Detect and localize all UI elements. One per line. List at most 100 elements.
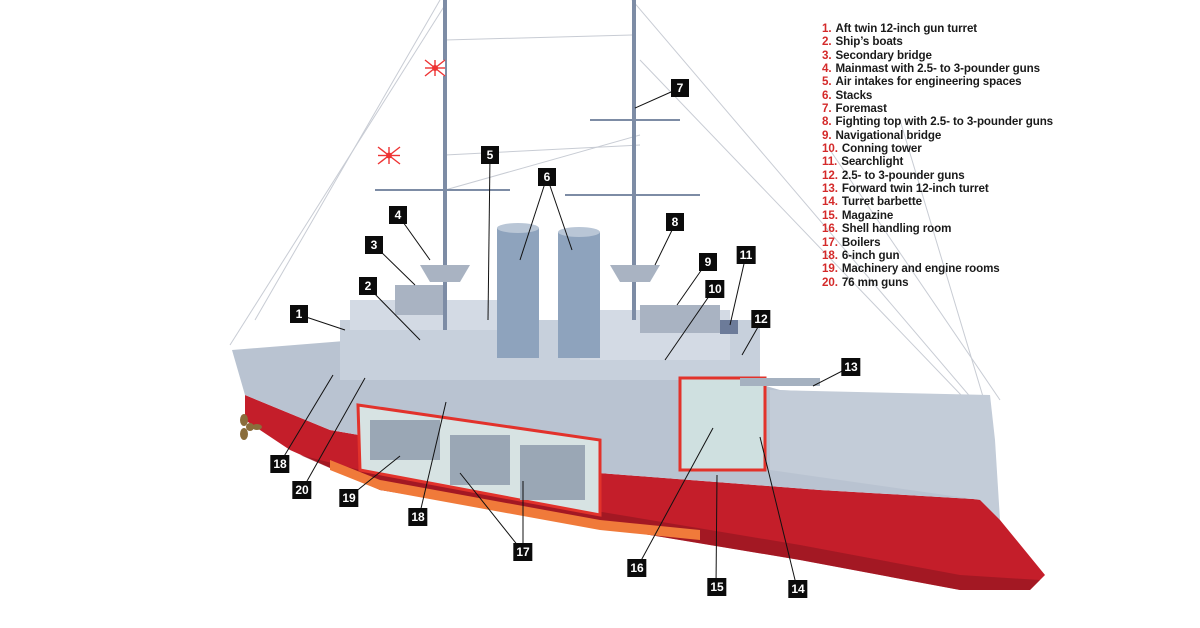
callout-3[interactable]: 3 [365,236,383,254]
hull-lower-red [245,395,1045,590]
legend-number: 18. [822,248,838,262]
legend-text: 2.5- to 3-pounder guns [841,168,965,182]
callout-13[interactable]: 13 [841,358,861,376]
callout-15[interactable]: 15 [707,578,727,596]
legend-text: Conning tower [841,142,922,156]
legend-number: 3. [822,48,832,62]
legend-text: Secondary bridge [835,48,932,62]
legend-number: 1. [822,22,832,35]
superstructure [340,285,760,380]
legend-number: 9. [822,128,832,142]
legend-item: 20.76 mm guns [822,276,1053,289]
callout-16[interactable]: 16 [627,559,647,577]
legend-item: 9.Navigational bridge [822,129,1053,142]
legend-text: Air intakes for engineering spaces [835,75,1022,89]
legend-text: Shell handling room [841,222,952,236]
legend-text: Foremast [835,102,887,116]
callout-18-mid[interactable]: 18 [408,508,428,526]
legend-item: 8.Fighting top with 2.5- to 3-pounder gu… [822,115,1053,128]
bow-gray [770,390,1000,520]
rigging [229,0,1001,421]
masts [375,0,700,330]
callout-17[interactable]: 17 [513,543,533,561]
legend-number: 14. [822,195,838,209]
engine-room-cutaway [356,403,602,517]
propeller [240,414,262,440]
leader-lines [279,87,851,589]
rising-sun-ensign-upper [424,59,446,77]
legend-number: 4. [822,62,832,76]
legend-number: 2. [822,35,832,49]
legend-number: 7. [822,102,832,116]
legend-number: 10. [822,142,838,156]
legend-item: 14.Turret barbette [822,195,1053,208]
boot-topping [330,460,700,540]
callout-19[interactable]: 19 [339,489,359,507]
legend-item: 4.Mainmast with 2.5- to 3-pounder guns [822,62,1053,75]
legend-number: 15. [822,208,838,222]
legend-text: 76 mm guns [841,275,909,289]
legend-item: 7.Foremast [822,102,1053,115]
legend-text: Stacks [835,88,873,102]
legend-item: 15.Magazine [822,209,1053,222]
legend-item: 3.Secondary bridge [822,49,1053,62]
legend-item: 16.Shell handling room [822,222,1053,235]
legend-item: 12.2.5- to 3-pounder guns [822,169,1053,182]
rising-sun-ensign-lower [377,146,401,165]
callout-7[interactable]: 7 [671,79,689,97]
legend-item: 2.Ship’s boats [822,35,1053,48]
legend-text: Mainmast with 2.5- to 3-pounder guns [835,62,1040,76]
stacks [497,223,600,358]
legend-item: 6.Stacks [822,89,1053,102]
legend-number: 11. [822,155,838,169]
legend-item: 18.6-inch gun [822,249,1053,262]
legend-text: 6-inch gun [841,248,900,262]
legend-text: Turret barbette [841,195,922,209]
legend-number: 19. [822,262,838,276]
legend-text: Machinery and engine rooms [841,262,1000,276]
callout-5[interactable]: 5 [481,146,499,164]
rising-sun-flags [377,59,446,165]
legend-text: Aft twin 12-inch gun turret [835,22,978,35]
legend-item: 5.Air intakes for engineering spaces [822,75,1053,88]
legend-number: 13. [822,182,838,196]
callout-11[interactable]: 11 [736,246,756,264]
legend-number: 12. [822,168,838,182]
legend-text: Boilers [841,235,881,249]
stack-fore [558,232,600,358]
callout-20[interactable]: 20 [292,481,312,499]
legend-item: 19.Machinery and engine rooms [822,262,1053,275]
legend-number: 16. [822,222,838,236]
legend-text: Ship’s boats [835,35,903,49]
legend-text: Searchlight [841,155,904,169]
callout-18-aft[interactable]: 18 [270,455,290,473]
legend-item: 11.Searchlight [822,155,1053,168]
hull-keel-shadow [300,455,1040,590]
legend-number: 8. [822,115,832,129]
callout-14[interactable]: 14 [788,580,808,598]
legend-number: 6. [822,88,832,102]
legend-item: 17.Boilers [822,236,1053,249]
legend-text: Navigational bridge [835,128,942,142]
turret-cutaway [678,376,820,472]
legend-number: 5. [822,75,832,89]
callout-9[interactable]: 9 [699,253,717,271]
callout-2[interactable]: 2 [359,277,377,295]
callout-10[interactable]: 10 [705,280,725,298]
callout-8[interactable]: 8 [666,213,684,231]
legend-item: 1.Aft twin 12-inch gun turret [822,22,1053,35]
legend-number: 17. [822,235,838,249]
callout-12[interactable]: 12 [751,310,771,328]
legend-text: Magazine [841,208,894,222]
legend-item: 13.Forward twin 12-inch turret [822,182,1053,195]
stack-aft [497,228,539,358]
legend-text: Fighting top with 2.5- to 3-pounder guns [835,115,1054,129]
callout-1[interactable]: 1 [290,305,308,323]
legend-text: Forward twin 12-inch turret [841,182,989,196]
callout-6[interactable]: 6 [538,168,556,186]
legend-number: 20. [822,275,838,289]
callout-4[interactable]: 4 [389,206,407,224]
legend-item: 10.Conning tower [822,142,1053,155]
